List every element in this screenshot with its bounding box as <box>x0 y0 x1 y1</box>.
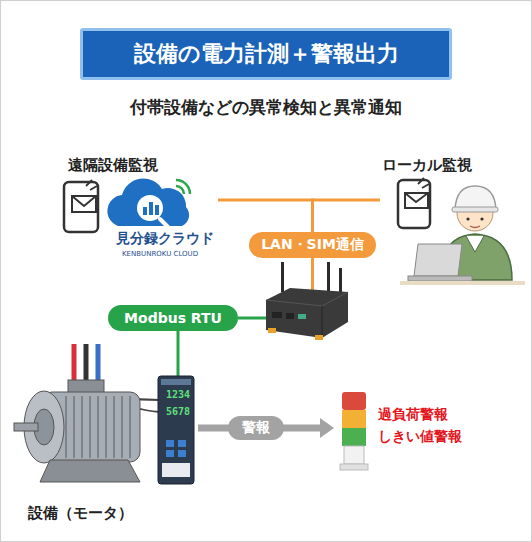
node-area: 設備（モータ） <box>20 340 154 530</box>
node-area: ローカル監視 <box>380 152 510 286</box>
cloud-logo <box>107 179 190 227</box>
title-box: 設備の電力計測＋警報出力 <box>80 28 452 80</box>
node-text: しきい値警報 <box>378 428 462 446</box>
title-text: 設備の電力計測＋警報出力 <box>134 39 399 69</box>
tablet-icon <box>64 180 98 232</box>
node-text: ローカル監視 <box>382 156 472 175</box>
subtitle: 付帯設備などの異常検知と異常通知 <box>0 96 532 119</box>
connector <box>312 200 380 232</box>
node-text: 遠隔設備監視 <box>68 156 158 175</box>
connector <box>218 200 312 232</box>
node-text: KENBUNROKU CLOUD <box>122 250 198 258</box>
router-device <box>266 262 348 340</box>
motor-illustration <box>14 344 160 482</box>
node-area: 過負荷警報しきい値警報 <box>330 388 490 474</box>
connector <box>178 331 179 378</box>
label-box: Modbus RTU <box>108 305 238 331</box>
node-text: 設備（モータ） <box>28 504 133 523</box>
node-text: 1234 <box>160 389 196 400</box>
signal-tower <box>340 392 368 470</box>
edge-label: 警報 <box>228 416 284 440</box>
node-text: 5678 <box>160 406 196 417</box>
node-text: Modbus RTU <box>124 310 222 326</box>
worker-figure <box>400 186 525 285</box>
tablet-icon <box>398 178 430 228</box>
node-area: 遠隔設備監視見分録クラウド KENBUNROKU CLOUD <box>58 152 218 264</box>
node-area: 1234 5678 <box>160 386 196 436</box>
label-box: LAN・SIM通信 <box>249 232 376 258</box>
node-text: LAN・SIM通信 <box>261 236 364 254</box>
node-text: 見分録クラウド <box>116 230 214 248</box>
node-text: 過負荷警報 <box>378 406 448 424</box>
